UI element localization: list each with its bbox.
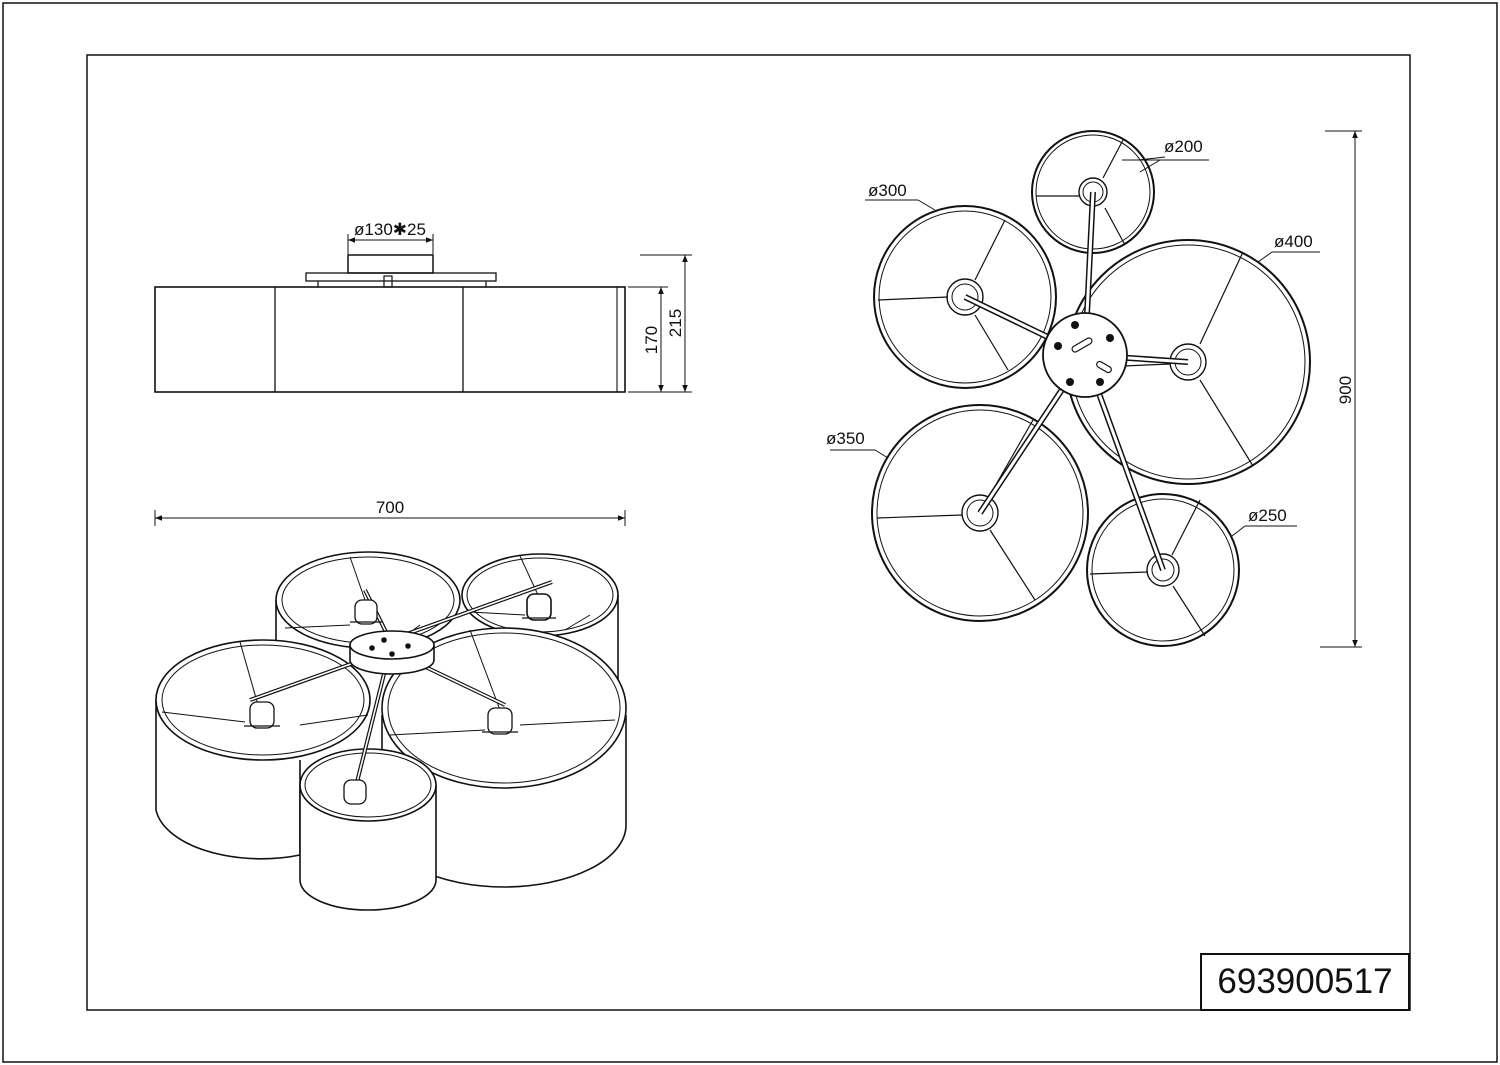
overall-height-label: 215 <box>666 309 685 337</box>
width-dimension: 700 <box>154 498 626 526</box>
overall-length-label: 900 <box>1336 376 1355 404</box>
side-arm-bar <box>305 272 497 282</box>
perspective-shade-left <box>155 639 371 860</box>
diameter-label-400: ø400 <box>1274 232 1313 251</box>
perspective-canopy <box>349 630 435 675</box>
side-canopy <box>347 254 434 274</box>
diameter-label-300: ø300 <box>868 181 907 200</box>
perspective-shade-back-right <box>461 553 619 680</box>
top-canopy <box>1042 312 1128 398</box>
top-view: ø200 ø300 ø400 ø350 ø250 900 <box>826 130 1362 648</box>
top-diameter-labels <box>830 156 1320 537</box>
canopy-dimension-label: ø130✱25 <box>354 220 426 239</box>
perspective-sockets <box>244 599 518 805</box>
part-number: 693900517 <box>1200 953 1410 1011</box>
perspective-shade-front-small <box>299 748 437 911</box>
diameter-label-250: ø250 <box>1248 506 1287 525</box>
inner-frame <box>86 54 1411 1011</box>
diameter-label-350: ø350 <box>826 429 865 448</box>
side-shades <box>154 286 626 393</box>
top-shade-250 <box>1086 493 1240 647</box>
top-shade-350 <box>871 404 1089 622</box>
side-view: ø130✱25 170 215 <box>154 220 692 393</box>
diameter-label-200: ø200 <box>1164 137 1203 156</box>
top-shade-300 <box>873 205 1057 389</box>
overall-width-label: 700 <box>376 498 404 517</box>
perspective-view <box>155 551 627 911</box>
shade-height-label: 170 <box>642 326 661 354</box>
